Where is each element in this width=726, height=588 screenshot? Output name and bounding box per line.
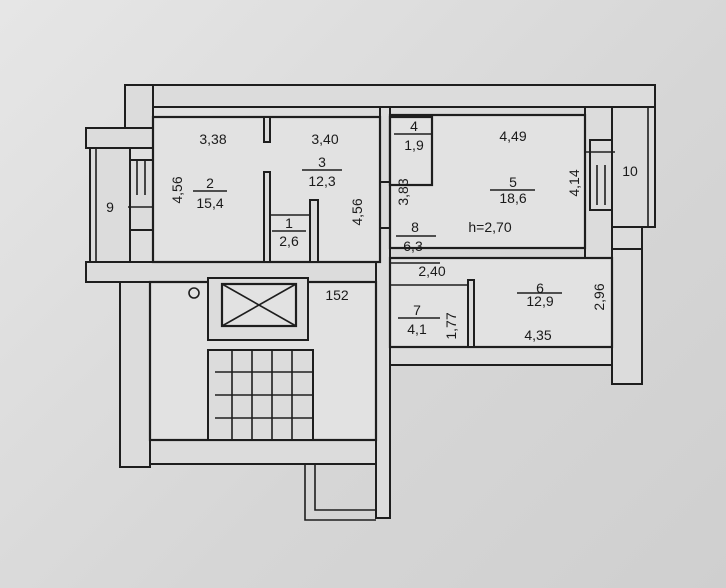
room-6-7-8 <box>388 256 614 349</box>
room-5-number: 5 <box>509 174 517 190</box>
room-3-number: 3 <box>318 154 326 170</box>
room-1-area: 2,6 <box>279 233 299 249</box>
dim-room5-width: 4,49 <box>499 128 526 144</box>
room-7-area: 4,1 <box>407 321 427 337</box>
room-1-number: 1 <box>285 215 293 231</box>
room-4 <box>388 115 434 187</box>
room-8-number: 8 <box>411 219 419 235</box>
room-5-area: 18,6 <box>499 190 526 206</box>
dim-room3-width: 3,40 <box>311 131 338 147</box>
room-8-area: 6,3 <box>403 238 423 254</box>
balcony-9 <box>89 147 160 263</box>
room-4-number: 4 <box>410 118 418 134</box>
dim-room3-depth: 4,56 <box>349 198 365 225</box>
room-7-number: 7 <box>413 302 421 318</box>
dim-room2-width: 3,38 <box>199 131 226 147</box>
dim-hall-width: 2,40 <box>418 263 445 279</box>
stairwell <box>148 277 378 521</box>
dim-hall-depth: 3,83 <box>395 178 411 205</box>
room-4-area: 1,9 <box>404 137 424 153</box>
dim-stair: 152 <box>325 287 349 303</box>
room-6-number: 6 <box>536 280 544 296</box>
room-9-number: 9 <box>106 199 114 215</box>
room-6-area: 12,9 <box>526 293 553 309</box>
room-2-area: 15,4 <box>196 195 223 211</box>
room-3-area: 12,3 <box>308 173 335 189</box>
room-2-number: 2 <box>206 175 214 191</box>
room-10-number: 10 <box>622 163 638 179</box>
dim-room7-depth: 1,77 <box>443 312 459 339</box>
dim-room6-depth: 2,96 <box>591 283 607 310</box>
dim-room2-depth: 4,56 <box>169 176 185 203</box>
ceiling-height: h=2,70 <box>468 219 511 235</box>
balcony-10 <box>582 106 656 228</box>
dim-room6-width: 4,35 <box>524 327 551 343</box>
dim-room5-depth: 4,14 <box>566 169 582 196</box>
